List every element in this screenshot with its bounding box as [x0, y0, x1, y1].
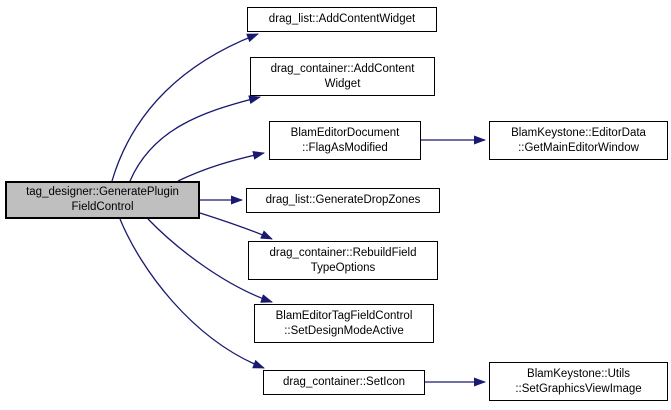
node-label-line: tag_designer::GeneratePlugin [26, 186, 179, 198]
edge-main-to-set-icon [119, 218, 265, 369]
node-label-line: drag_container::AddContent [270, 62, 415, 75]
node-label-line: drag_list::GenerateDropZones [265, 194, 421, 206]
node-blam-editor-document-flag-as-modified[interactable]: BlamEditorDocument ::FlagAsModified [269, 121, 421, 160]
node-label-line: BlamKeystone::EditorData [511, 126, 646, 139]
edge-main-to-flag-as-modified [177, 150, 265, 182]
edge-main-to-add-content-widget-list [111, 33, 259, 182]
edge-main-to-add-content-widget-container [129, 95, 261, 182]
node-label-line: drag_container::RebuildField [269, 246, 417, 259]
node-label-line: drag_container::SetIcon [282, 376, 406, 388]
node-blam-keystone-editor-data-get-main-editor-window[interactable]: BlamKeystone::EditorData ::GetMainEditor… [489, 121, 668, 160]
node-label-line: BlamEditorTagFieldControl [275, 309, 413, 322]
node-label-line: BlamEditorDocument [290, 126, 400, 139]
node-label-line: BlamKeystone::Utils [527, 367, 630, 380]
node-label-line: TypeOptions [310, 261, 376, 274]
node-drag-list-generate-drop-zones[interactable]: drag_list::GenerateDropZones [246, 188, 440, 213]
node-label-line: ::FlagAsModified [302, 141, 388, 154]
node-drag-list-add-content-widget[interactable]: drag_list::AddContentWidget [247, 7, 437, 32]
node-blam-editor-tag-field-control-set-design-mode-active[interactable]: BlamEditorTagFieldControl ::SetDesignMod… [254, 304, 434, 343]
node-drag-container-rebuild-field-type-options[interactable]: drag_container::RebuildField TypeOptions [248, 241, 438, 280]
node-label-line: Widget [324, 77, 361, 90]
node-label-line: FieldControl [71, 201, 134, 213]
node-drag-container-set-icon[interactable]: drag_container::SetIcon [263, 370, 425, 395]
node-blam-keystone-utils-set-graphics-view-image[interactable]: BlamKeystone::Utils ::SetGraphicsViewIma… [489, 362, 668, 401]
node-drag-container-add-content-widget[interactable]: drag_container::AddContent Widget [250, 57, 435, 96]
node-label-line: drag_list::AddContentWidget [268, 13, 416, 25]
node-label-line: ::SetDesignModeActive [284, 324, 404, 337]
node-tag-designer-generate-plugin-field-control: tag_designer::GeneratePlugin FieldContro… [5, 181, 200, 219]
edge-main-to-rebuild-field-type-options [199, 212, 273, 240]
node-label-line: ::SetGraphicsViewImage [515, 382, 642, 395]
node-label-line: ::GetMainEditorWindow [518, 141, 639, 154]
edge-main-to-set-design-mode-active [147, 218, 273, 303]
